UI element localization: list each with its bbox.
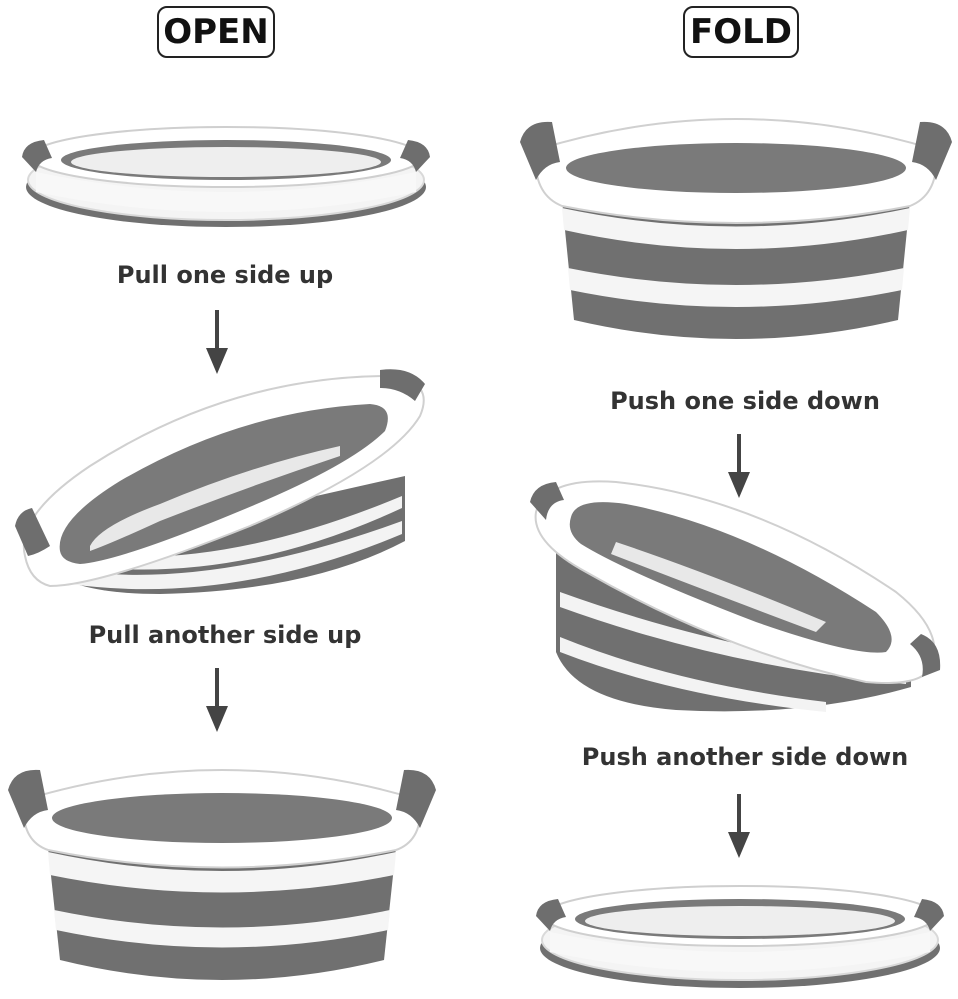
down-arrow-icon xyxy=(726,794,752,860)
step-caption-push-another-side: Push another side down xyxy=(581,743,909,771)
step-caption-push-one-side: Push one side down xyxy=(610,387,880,415)
step-caption-pull-another-side: Pull another side up xyxy=(88,621,362,649)
basket-folded-fold-end xyxy=(528,868,952,998)
step-caption-pull-one-side: Pull one side up xyxy=(116,261,334,289)
down-arrow-icon xyxy=(204,310,230,376)
fold-header: FOLD xyxy=(683,6,799,58)
basket-half-open xyxy=(10,356,430,606)
basket-folded-open-start xyxy=(14,112,438,242)
down-arrow-icon xyxy=(726,434,752,500)
open-header: OPEN xyxy=(157,6,275,58)
basket-half-folded xyxy=(526,472,946,722)
down-arrow-icon xyxy=(204,668,230,734)
basket-fully-open xyxy=(4,740,440,990)
basket-fully-open-fold-start xyxy=(518,90,954,350)
